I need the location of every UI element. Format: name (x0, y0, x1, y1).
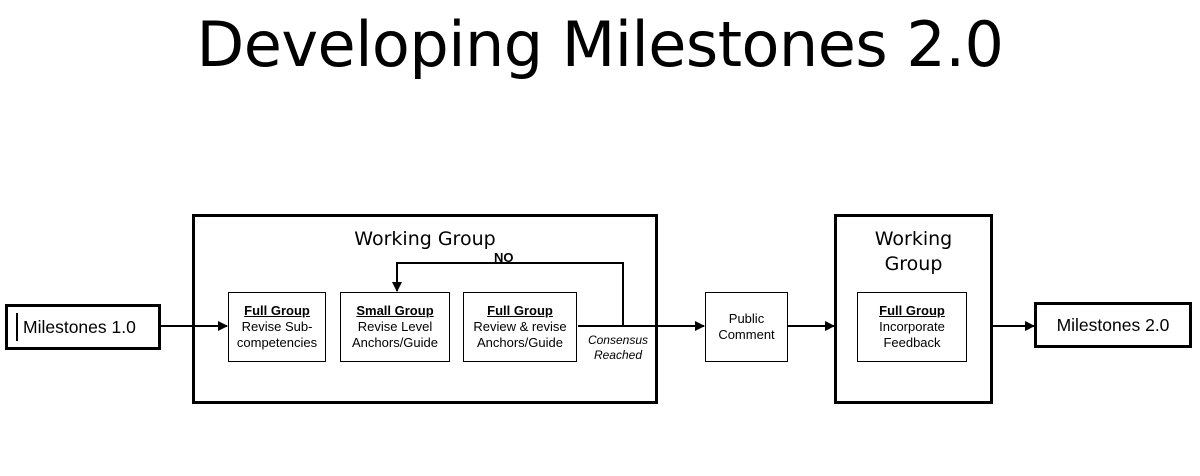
end-node-label: Milestones 2.0 (1056, 314, 1170, 335)
start-node-label: Milestones 1.0 (23, 316, 136, 337)
working-group-2-label: Working Group (874, 228, 953, 275)
start-node: Milestones 1.0 (5, 304, 161, 350)
step-4-head: Full Group (879, 303, 945, 318)
page-title: Developing Milestones 2.0 (196, 8, 1004, 81)
step-3-head: Full Group (487, 303, 553, 318)
arrow-no-loop (392, 262, 624, 326)
working-group-1: Working Group (192, 214, 658, 404)
step-2-head: Small Group (356, 303, 434, 318)
step-full-group-review-anchors: Full Group Review & revise Anchors/Guide (463, 292, 577, 362)
start-node-bar (16, 313, 18, 341)
public-comment-text: Public Comment (718, 311, 775, 342)
step-1-head: Full Group (244, 303, 310, 318)
working-group-1-label: Working Group (354, 228, 496, 250)
end-node: Milestones 2.0 (1034, 302, 1192, 348)
step-full-group-revise-subcompetencies: Full Group Revise Sub- competencies (228, 292, 326, 362)
step-1-text: Revise Sub- competencies (236, 319, 318, 350)
step-full-group-incorporate-feedback: Full Group Incorporate Feedback (857, 292, 967, 362)
step-small-group-revise-anchors: Small Group Revise Level Anchors/Guide (340, 292, 450, 362)
public-comment-box: Public Comment (705, 292, 788, 362)
consensus-reached-label: Consensus Reached (587, 333, 649, 362)
step-2-text: Revise Level Anchors/Guide (352, 319, 438, 350)
loop-no-label: NO (494, 250, 514, 265)
step-4-text: Incorporate Feedback (879, 319, 945, 350)
working-group-2: Working Group (834, 214, 993, 404)
step-3-text: Review & revise Anchors/Guide (473, 319, 567, 350)
